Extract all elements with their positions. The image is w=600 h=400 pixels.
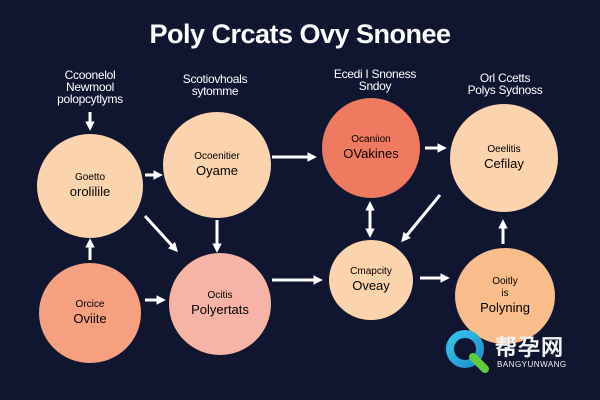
label-top-center: Scotiovhoals sytomme bbox=[182, 72, 248, 98]
node-ocitle: Goetto orolilile bbox=[37, 134, 143, 238]
label-top-right-center: Ecedi I Snoness Sndoy bbox=[333, 67, 417, 93]
node-cefilay: Oeelitis Cefilay bbox=[450, 104, 558, 212]
arrow-cefilay-to-oveay bbox=[401, 194, 442, 243]
arrow-ocitle-to-polyertats bbox=[143, 214, 178, 253]
node-ovakines: Ocaniion OVakines bbox=[322, 98, 420, 198]
watermark: 帮孕网 BANGYUNWANG bbox=[443, 328, 593, 378]
magnifier-q-logo-icon bbox=[446, 330, 489, 373]
node-polyning: Ooitly is Polyning bbox=[455, 248, 555, 344]
watermark-text: 帮孕网 bbox=[495, 335, 565, 361]
label-top-left: Ccoonelol Newmool polopcytlyms bbox=[57, 68, 123, 106]
node-polyertats: Ocitis Polyertats bbox=[169, 253, 271, 355]
watermark-subtext: BANGYUNWANG bbox=[497, 360, 567, 369]
node-oviite: Orcice Oviite bbox=[39, 263, 141, 363]
diagram-title: Poly Crcats Ovy Snonee bbox=[149, 19, 451, 49]
label-top-right: Orl Ccetts Polys Sydnoss bbox=[467, 71, 543, 97]
node-oveay: Cmapcity Oveay bbox=[329, 240, 413, 320]
node-oyame: Ocoenitier Oyame bbox=[163, 112, 271, 218]
